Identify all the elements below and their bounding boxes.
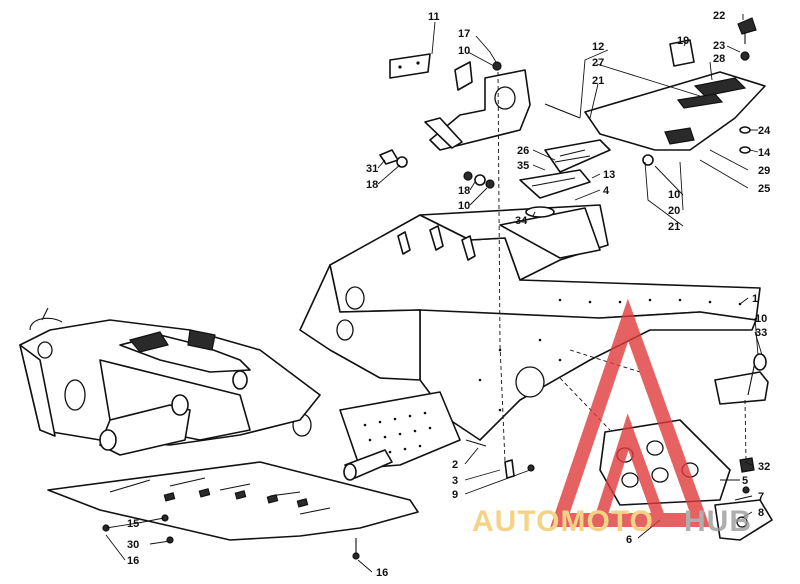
callout-12: 12 [592, 41, 604, 53]
callout-10-hitch: 10 [755, 313, 767, 325]
callout-10-mid: 10 [458, 200, 470, 212]
callout-13: 13 [603, 169, 615, 181]
callout-9: 9 [452, 489, 458, 501]
leader-lines [105, 14, 763, 573]
callout-31: 31 [366, 163, 378, 175]
belly-pan-perforations [363, 411, 432, 457]
callout-2: 2 [452, 459, 458, 471]
callouts: 11 17 10 19 22 23 12 27 28 21 24 14 29 2… [127, 10, 771, 579]
callout-32: 32 [758, 461, 770, 473]
callout-5: 5 [742, 475, 748, 487]
callout-24: 24 [758, 125, 771, 137]
callout-20: 20 [668, 205, 680, 217]
steering-support [379, 53, 531, 189]
watermark-word-a: AUTOMOTO [472, 505, 654, 538]
callout-17: 17 [458, 28, 470, 40]
callout-21-bottom: 21 [668, 221, 680, 233]
callout-29: 29 [758, 165, 770, 177]
main-frame [292, 204, 761, 469]
callout-34: 34 [515, 215, 528, 227]
callout-19: 19 [677, 35, 689, 47]
callout-28: 28 [713, 53, 725, 65]
callout-27: 27 [592, 57, 604, 69]
skid-plate [47, 461, 419, 541]
callout-35: 35 [517, 160, 529, 172]
callout-6: 6 [626, 534, 632, 546]
callout-1: 1 [752, 293, 758, 305]
callout-10-right: 10 [668, 189, 680, 201]
callout-21-top: 21 [592, 75, 604, 87]
watermark-word-b: HUB [684, 505, 752, 538]
front-bulkhead [19, 307, 393, 481]
fasteners [102, 439, 535, 560]
callout-3: 3 [452, 475, 458, 487]
callout-26: 26 [517, 145, 529, 157]
alignment-lines [497, 71, 747, 463]
callout-10-top: 10 [458, 45, 470, 57]
callout-25: 25 [758, 183, 770, 195]
callout-30: 30 [127, 539, 139, 551]
callout-15: 15 [127, 518, 139, 530]
callout-4: 4 [603, 185, 610, 197]
watermark: AUTOMOTO HUB [472, 298, 752, 538]
callout-16-left: 16 [127, 555, 139, 567]
callout-16-bottom: 16 [376, 567, 388, 579]
callout-33: 33 [755, 327, 767, 339]
callout-11: 11 [428, 11, 440, 23]
hinge-bracket [519, 139, 611, 218]
callout-18-right: 18 [458, 185, 470, 197]
callout-18-left: 18 [366, 179, 378, 191]
callout-8: 8 [758, 507, 764, 519]
callout-7: 7 [758, 491, 764, 503]
callout-22: 22 [713, 10, 725, 22]
callout-14: 14 [758, 147, 771, 159]
callout-23: 23 [713, 40, 725, 52]
console-footrest [544, 17, 766, 166]
